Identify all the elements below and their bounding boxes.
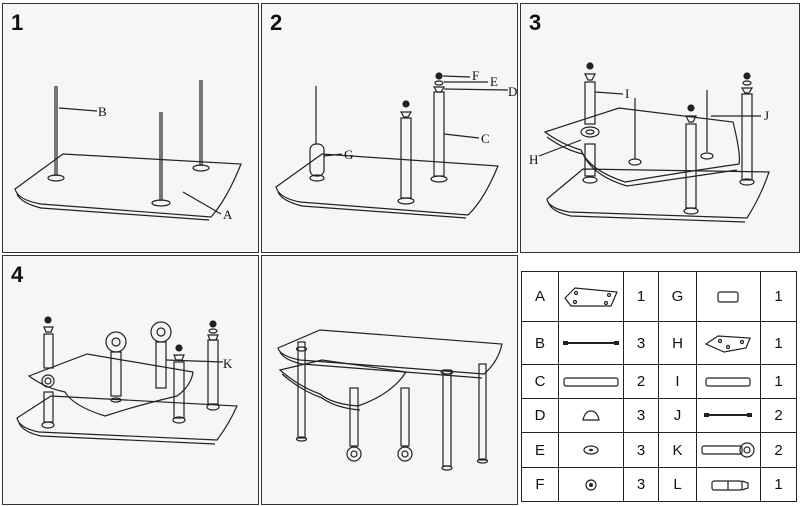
parts-row: A 1 G 1 xyxy=(520,270,797,323)
step-2-panel: 2 G F E D xyxy=(261,3,518,253)
glass-top-a xyxy=(14,153,242,218)
parts-row: E 3 K 2 xyxy=(520,431,797,469)
callout-f: F xyxy=(472,68,479,83)
large-glass-top-icon xyxy=(558,270,624,323)
short-tube-g xyxy=(309,143,325,177)
callout-d: D xyxy=(508,84,517,99)
part-letter: C xyxy=(520,364,560,400)
part-letter: I xyxy=(658,364,697,400)
step-4-number: 4 xyxy=(11,262,24,287)
callout-h: H xyxy=(529,152,538,167)
long-tube-leg-icon xyxy=(558,364,624,400)
caster-leg-icon xyxy=(695,431,762,469)
part-quantity: 3 xyxy=(622,431,660,469)
threaded-rod-icon xyxy=(558,321,624,366)
callout-i: I xyxy=(625,86,629,101)
tube-leg-c xyxy=(685,123,697,209)
cap-icon xyxy=(558,398,624,433)
parts-row: D 3 J 2 xyxy=(520,398,797,433)
part-quantity: 3 xyxy=(622,467,660,502)
step-4-panel: 4 xyxy=(2,255,259,505)
short-tube-icon xyxy=(695,270,762,323)
part-letter: J xyxy=(658,398,697,433)
part-letter: L xyxy=(658,467,697,502)
part-quantity: 1 xyxy=(622,270,660,323)
callout-j: J xyxy=(764,108,769,123)
final-assembly-illustration xyxy=(277,329,503,471)
tube-leg-c xyxy=(433,91,445,177)
caster-leg-k xyxy=(155,341,167,389)
glass-top-a xyxy=(275,153,499,216)
part-letter: E xyxy=(520,431,560,469)
part-quantity: 2 xyxy=(760,398,797,433)
parts-list-table: A 1 G 1 B 3 H 1 C xyxy=(520,270,797,502)
part-quantity: 3 xyxy=(622,398,660,433)
part-letter: F xyxy=(520,467,560,502)
part-letter: D xyxy=(520,398,560,433)
callout-b: B xyxy=(98,104,107,119)
step-3-illustration: I J H xyxy=(529,62,770,223)
glass-top-h xyxy=(543,107,740,183)
step-1-panel: 1 B A xyxy=(2,3,259,253)
nut-icon xyxy=(558,467,624,502)
callout-a: A xyxy=(223,207,233,222)
callout-k: K xyxy=(223,356,233,371)
parts-row: F 3 L 1 xyxy=(520,467,797,502)
step-1-illustration: B A xyxy=(14,80,242,222)
part-letter: K xyxy=(658,431,697,469)
part-quantity: 3 xyxy=(622,321,660,366)
part-letter: A xyxy=(520,270,560,323)
step-2-illustration: G F E D C xyxy=(275,68,517,219)
callout-g: G xyxy=(344,147,353,162)
tube-leg-c xyxy=(741,93,753,181)
part-letter: H xyxy=(658,321,697,366)
step-4-illustration: K xyxy=(16,316,238,445)
short-rod-icon xyxy=(695,398,762,433)
tube-leg-i xyxy=(584,81,596,125)
part-quantity: 1 xyxy=(760,270,797,323)
step-1-number: 1 xyxy=(11,10,24,35)
step-3-panel: 3 xyxy=(520,3,800,253)
part-quantity: 1 xyxy=(760,364,797,400)
parts-row: B 3 H 1 xyxy=(520,321,797,366)
step-3-number: 3 xyxy=(529,10,542,35)
part-letter: B xyxy=(520,321,560,366)
small-glass-top-icon xyxy=(695,321,762,366)
callout-c: C xyxy=(481,131,490,146)
part-letter: G xyxy=(658,270,697,323)
parts-row: C 2 I 1 xyxy=(520,364,797,400)
part-quantity: 2 xyxy=(622,364,660,400)
medium-tube-icon xyxy=(695,364,762,400)
final-assembly-panel xyxy=(261,255,518,505)
callout-e: E xyxy=(490,74,498,89)
caster-leg-k xyxy=(110,351,122,397)
part-quantity: 1 xyxy=(760,321,797,366)
tube-leg-c xyxy=(400,117,412,199)
washer-icon xyxy=(558,431,624,469)
part-quantity: 2 xyxy=(760,431,797,469)
part-quantity: 1 xyxy=(760,467,797,502)
step-2-number: 2 xyxy=(270,10,283,35)
connector-icon xyxy=(695,467,762,502)
